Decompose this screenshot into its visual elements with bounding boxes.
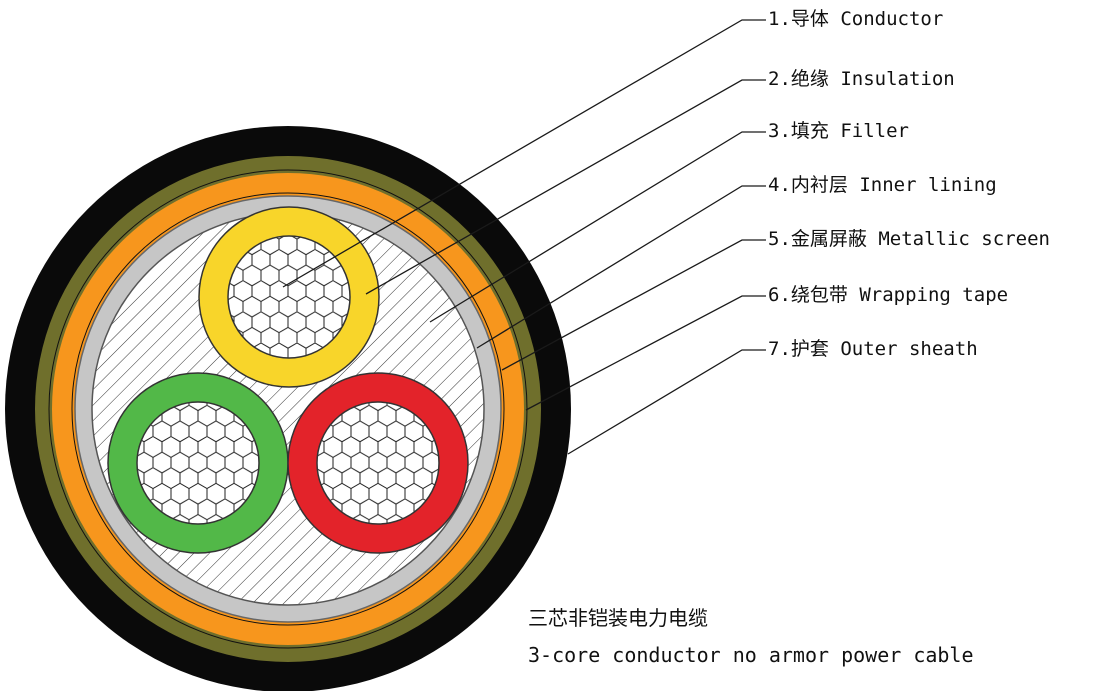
core-green <box>107 372 289 554</box>
label-en: Filler <box>840 120 909 142</box>
label-en: Inner lining <box>859 174 997 196</box>
label-number: 5. <box>768 228 791 250</box>
label-number: 6. <box>768 284 791 306</box>
leader-line-filler <box>429 131 766 323</box>
conductor-red <box>316 401 440 525</box>
label-zh: 填充 <box>790 120 829 142</box>
conductor-yellow <box>227 235 351 359</box>
leader-line-metallic-screen <box>501 239 766 371</box>
leader-line-wrapping-tape <box>525 295 766 411</box>
leader-lines <box>282 19 766 455</box>
label-zh: 金属屏蔽 <box>790 228 867 250</box>
label-number: 3. <box>768 120 791 142</box>
leader-line-conductor <box>282 19 766 288</box>
label-wrapping-tape: 6.绕包带 Wrapping tape <box>768 286 1008 305</box>
label-number: 4. <box>768 174 791 196</box>
core-yellow <box>198 206 380 388</box>
label-number: 2. <box>768 68 791 90</box>
label-en: Conductor <box>840 8 944 30</box>
label-insulation: 2.绝缘 Insulation <box>768 70 955 89</box>
label-zh: 导体 <box>790 8 829 30</box>
leader-line-insulation <box>365 79 766 295</box>
conductor-green <box>136 401 260 525</box>
label-outer-sheath: 7.护套 Outer sheath <box>768 340 978 359</box>
label-inner-lining: 4.内衬层 Inner lining <box>768 176 997 195</box>
core-red <box>287 372 469 554</box>
label-conductor: 1.导体 Conductor <box>768 10 943 29</box>
caption-chinese: 三芯非铠装电力电缆 <box>528 606 708 630</box>
label-en: Wrapping tape <box>859 284 1009 306</box>
label-en: Outer sheath <box>840 338 978 360</box>
label-zh: 护套 <box>790 338 829 360</box>
label-metallic-screen: 5.金属屏蔽 Metallic screen <box>768 230 1050 249</box>
label-filler: 3.填充 Filler <box>768 122 909 141</box>
label-zh: 绝缘 <box>790 68 829 90</box>
label-zh: 绕包带 <box>790 284 848 306</box>
label-en: Insulation <box>840 68 955 90</box>
leader-line-inner-lining <box>476 185 766 349</box>
metallic-screen-rim <box>71 192 505 626</box>
label-number: 7. <box>768 338 791 360</box>
label-en: Metallic screen <box>878 228 1050 250</box>
label-zh: 内衬层 <box>790 174 848 196</box>
leader-line-outer-sheath <box>567 349 766 455</box>
label-number: 1. <box>768 8 791 30</box>
caption-english: 3-core conductor no armor power cable <box>528 643 974 667</box>
